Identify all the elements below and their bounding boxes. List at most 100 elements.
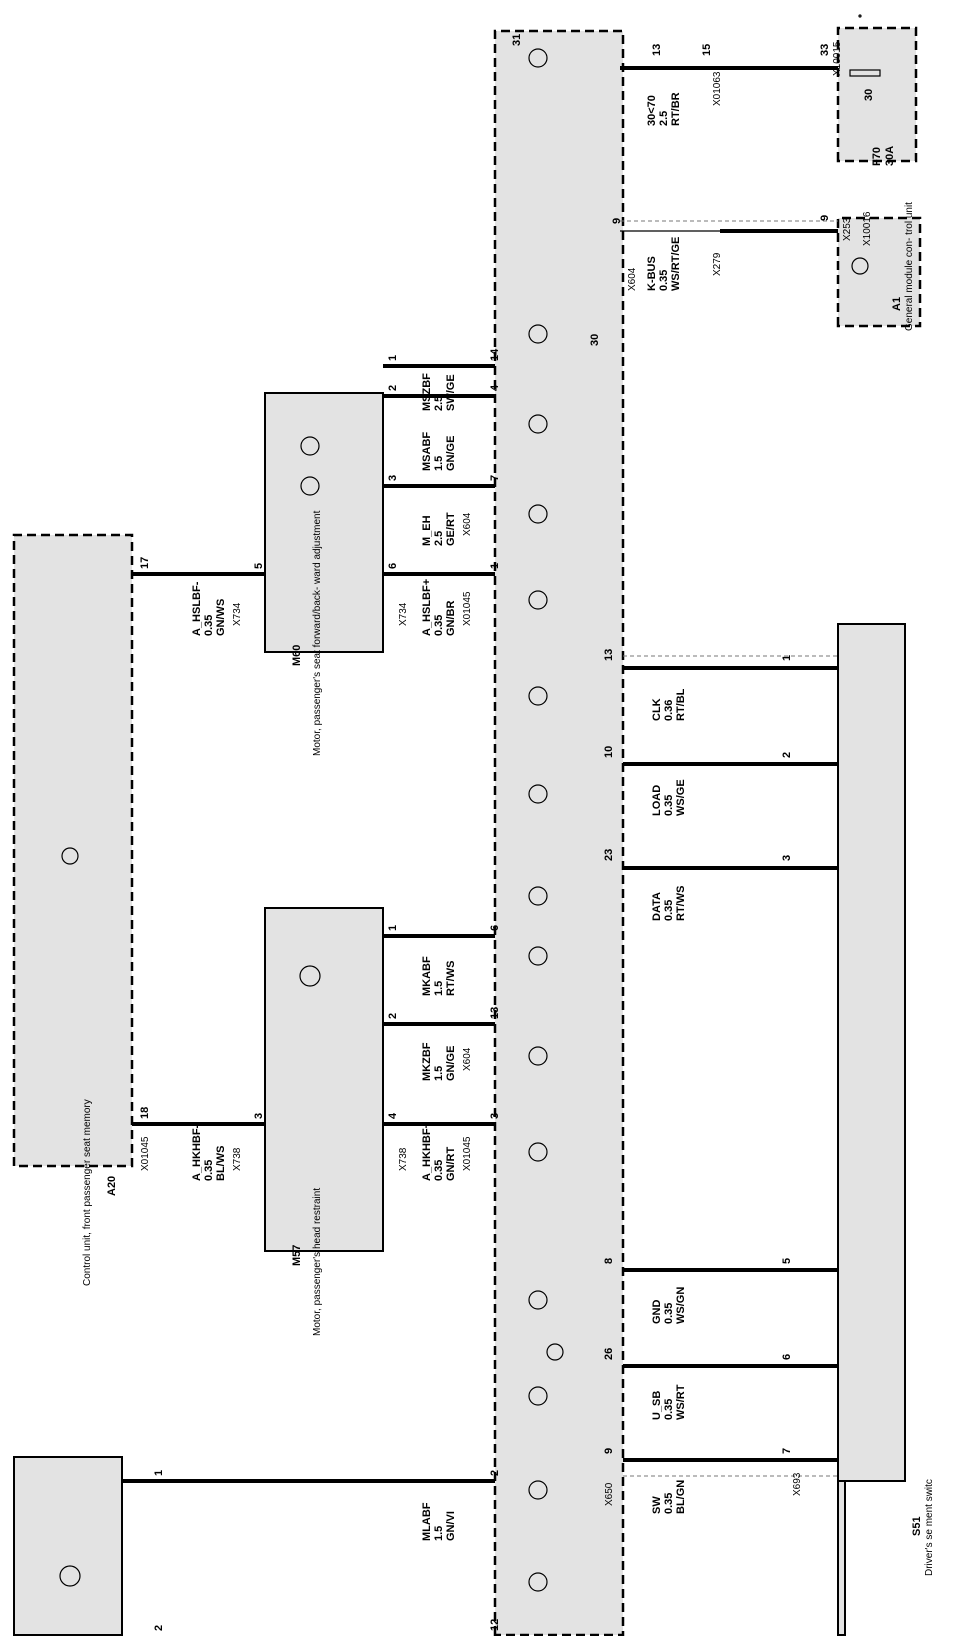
wire-gnd-gauge: 0.35 (663, 1303, 675, 1324)
conn-x604b: X604 (462, 512, 473, 536)
wire-clk-color: RT/BL (675, 688, 687, 721)
m57-box (264, 907, 384, 1252)
wire-hslm-label: A_HSLBF- (191, 581, 203, 636)
conn-x01045c: X01045 (140, 1136, 151, 1171)
conn-x253: X253 (842, 217, 853, 241)
pin-kbus-a1: 9 (819, 215, 831, 221)
central-module-box (493, 29, 625, 1637)
pin-hkh-bot: 4 (387, 1112, 399, 1119)
wire-mla-label: MLABF (421, 1502, 433, 1541)
wire-clk-label: CLK (651, 698, 663, 721)
m57-motor-icon (299, 965, 321, 987)
a1-box (836, 216, 922, 328)
pin-msz-bot: 1 (387, 355, 399, 361)
pin-data-bot: 23 (603, 849, 615, 861)
wire-hkh-gauge: 0.35 (433, 1160, 445, 1181)
pin-load-bot: 10 (603, 746, 615, 758)
conn-x738a: X738 (398, 1147, 409, 1171)
wire-mka-color: RT/WS (445, 961, 457, 996)
m57-desc: Motor, passenger's head restraint (312, 1188, 323, 1336)
f70-rating: 30A (884, 146, 896, 166)
pin-mla-side: 12 (489, 1619, 501, 1631)
pin-hsl-top: 1 (489, 563, 501, 569)
wire-supply-label: 30<70 (646, 95, 658, 126)
wire-sw-label: SW (651, 1496, 663, 1514)
pin-usb-top: 6 (781, 1354, 793, 1360)
pin-mla-top: 2 (489, 1470, 501, 1476)
mirror-motor-box (13, 1456, 123, 1636)
wire-gnd-color: WS/GN (675, 1287, 687, 1324)
pin-hsl-bot: 6 (387, 563, 399, 569)
wire-hsl-gauge: 0.35 (433, 615, 445, 636)
wire-mkz-gauge: 1.5 (433, 1066, 445, 1081)
pin-hslm-bot: 17 (139, 557, 151, 569)
wire-meh-color: GE/RT (445, 512, 457, 546)
pin-data-top: 3 (781, 855, 793, 861)
wire-mka-gauge: 1.5 (433, 981, 445, 996)
conn-x734b: X734 (232, 602, 243, 626)
conn-x10016: X10016 (862, 211, 873, 246)
wire-kbus-color: WS/RT/GE (670, 237, 682, 291)
wire-mla-gauge: 1.5 (433, 1526, 445, 1541)
terminal-30-label: 30 (589, 334, 601, 346)
m60-name: M60 (291, 645, 303, 666)
s51-name: S51 (911, 1516, 923, 1536)
pin-mka-bot: 1 (387, 925, 399, 931)
wire-kbus-label: K-BUS (646, 256, 658, 291)
wire-data-color: RT/WS (675, 886, 687, 921)
wire-usb-gauge: 0.35 (663, 1399, 675, 1420)
conn-x01045a: X01045 (462, 591, 473, 626)
wire-hkh-color: GN/RT (445, 1147, 457, 1182)
a20-name: A20 (106, 1176, 118, 1196)
conn-x693: X693 (792, 1472, 803, 1496)
wire-hkhm-color: BL/WS (215, 1146, 227, 1181)
pin-hkh-top: 3 (489, 1113, 501, 1119)
wire-msa-color: GN/GE (445, 436, 457, 471)
wire-mkz-color: GN/GE (445, 1046, 457, 1081)
pin-mla-bot: 1 (153, 1470, 165, 1476)
pin-msa-top: 4 (489, 384, 501, 391)
pin-hkhm-top: 3 (253, 1113, 265, 1119)
a1-name: A1 (891, 297, 903, 311)
wire-mla-color: GN/VI (445, 1511, 457, 1541)
wire-hkhm-gauge: 0.35 (203, 1160, 215, 1181)
wire-msa-label: MSABF (421, 432, 433, 471)
pin-load-top: 2 (781, 752, 793, 758)
wire-sw-gauge: 0.35 (663, 1493, 675, 1514)
transistor-row (528, 48, 548, 1592)
conn-x10015: X10015 (832, 41, 843, 76)
wire-clk-gauge: 0.36 (663, 700, 675, 721)
pin-meh-top: 7 (489, 475, 501, 481)
a20-box (12, 533, 134, 1168)
wire-hslm-gauge: 0.35 (203, 615, 215, 636)
s51-desc: Driver's se ment switc (924, 1479, 935, 1576)
a20-ecu-icon (61, 847, 79, 865)
conn-x01063: X01063 (712, 71, 723, 106)
wire-data-gauge: 0.35 (663, 900, 675, 921)
diagram-rotated: 30 F70 30A 33 X10015 A1 General module c… (12, 14, 935, 1637)
wire-load-color: WS/GE (675, 779, 687, 816)
wire-gnd-label: GND (651, 1300, 663, 1325)
f70-terminal: 30 (863, 89, 875, 101)
wire-msz-color: SW/GE (445, 374, 457, 411)
pin-sw-top: 7 (781, 1448, 793, 1454)
pin-msz-top: 14 (489, 348, 501, 361)
pin-usb-bot: 26 (603, 1348, 615, 1360)
central-ecu-icon (546, 1343, 564, 1361)
conn-x604a: X604 (627, 267, 638, 291)
pin-kbus-x604: 9 (611, 218, 623, 224)
wire-msa-gauge: 1.5 (433, 456, 445, 471)
s51-box (837, 623, 906, 1482)
pin-clk-bot: 13 (603, 649, 615, 661)
m60-motor-2-icon (300, 476, 320, 496)
pin-clk-top: 1 (781, 655, 793, 661)
pin-meh-bot: 3 (387, 475, 399, 481)
wire-supply-color: RT/BR (670, 92, 682, 126)
pin-mkz-top: 13 (489, 1007, 501, 1019)
pin-sw-bot: 9 (603, 1448, 615, 1454)
fuse-f70-box (836, 26, 918, 163)
conn-x738b: X738 (232, 1147, 243, 1171)
conn-x734a: X734 (398, 602, 409, 626)
